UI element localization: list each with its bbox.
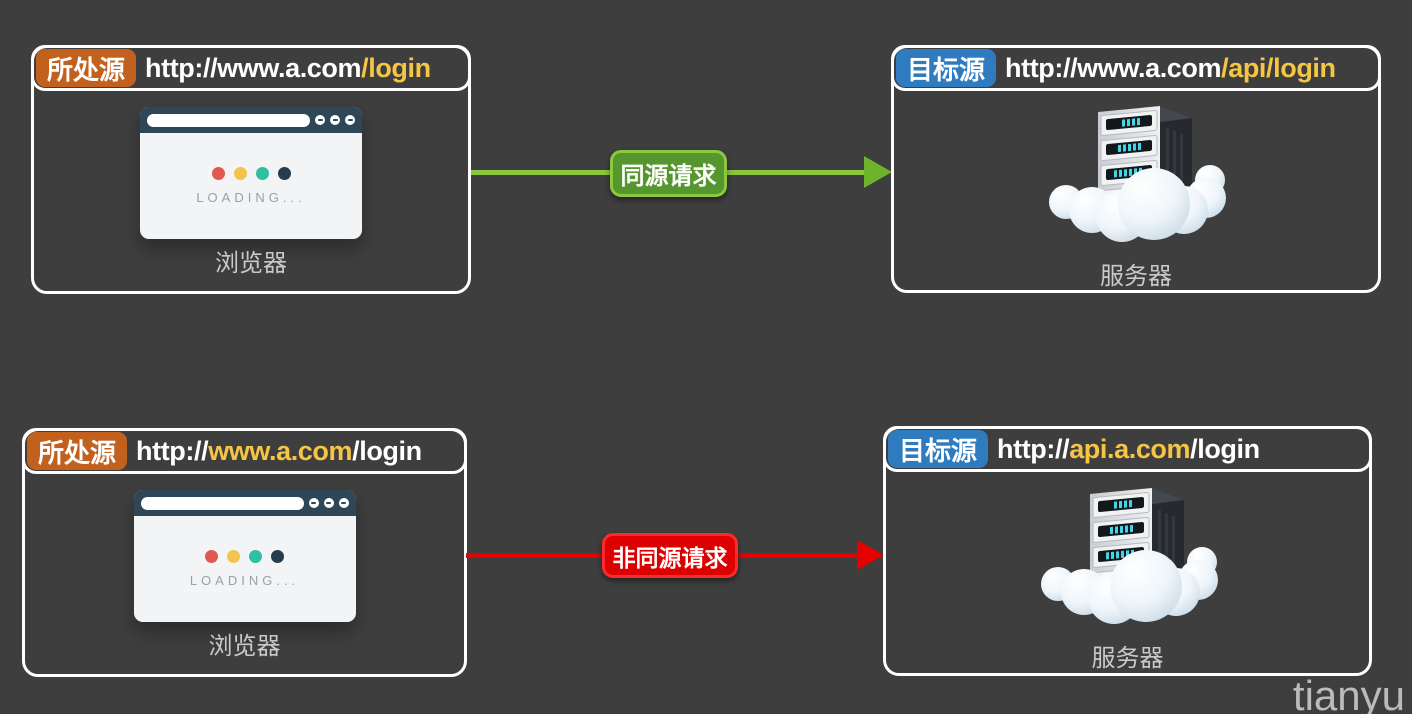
cross-origin-arrowhead-icon bbox=[857, 540, 884, 570]
url-segment: www.a.com bbox=[208, 435, 353, 466]
origin-url: http://www.a.com/login bbox=[145, 53, 431, 84]
origin-panel-bottom: 所处源 http://www.a.com/login LOADING... 浏览… bbox=[22, 428, 467, 677]
origin-badge: 所处源 bbox=[27, 432, 128, 470]
window-button-icon bbox=[345, 115, 355, 125]
server-icon bbox=[1049, 105, 1226, 242]
origin-url-bar: 所处源 http://www.a.com/login bbox=[31, 45, 471, 91]
browser-illustration: LOADING... bbox=[140, 107, 362, 239]
url-segment: /login bbox=[352, 435, 422, 466]
url-segment: api.a.com bbox=[1069, 433, 1191, 464]
device-label: 服务器 bbox=[1091, 644, 1164, 672]
target-panel-top: 目标源 http://www.a.com/api/login bbox=[891, 45, 1381, 293]
target-url: http://api.a.com/login bbox=[997, 434, 1260, 465]
target-url-bar: 目标源 http://api.a.com/login bbox=[883, 426, 1372, 472]
browser-titlebar bbox=[140, 107, 362, 133]
url-segment: http://www.a.com bbox=[1005, 52, 1222, 83]
target-url-bar: 目标源 http://www.a.com/api/login bbox=[891, 45, 1381, 91]
loading-dots bbox=[205, 550, 284, 563]
origin-url-bar: 所处源 http://www.a.com/login bbox=[22, 428, 467, 474]
window-button-icon bbox=[308, 498, 319, 508]
target-badge: 目标源 bbox=[896, 49, 997, 87]
loading-dot bbox=[271, 550, 284, 563]
browser-titlebar bbox=[133, 490, 356, 516]
address-bar bbox=[147, 113, 310, 127]
origin-panel-body: LOADING... 浏览器 bbox=[25, 477, 464, 674]
device-label: 服务器 bbox=[1100, 262, 1172, 290]
loading-dot bbox=[205, 550, 218, 563]
url-segment: http:// bbox=[136, 435, 209, 466]
url-segment: /login bbox=[1190, 433, 1260, 464]
loading-dot bbox=[233, 167, 247, 180]
loading-dot bbox=[255, 167, 269, 180]
device-label: 浏览器 bbox=[208, 633, 281, 660]
loading-text: LOADING... bbox=[189, 573, 300, 588]
url-segment: /login bbox=[361, 52, 431, 83]
browser-content: LOADING... bbox=[134, 516, 356, 622]
loading-dot bbox=[211, 167, 225, 180]
window-button-icon bbox=[330, 115, 340, 125]
origin-panel-body: LOADING... 浏览器 bbox=[34, 94, 468, 291]
url-segment: /api/login bbox=[1221, 52, 1336, 83]
loading-text: LOADING... bbox=[196, 190, 306, 205]
target-panel-bottom: 目标源 http://api.a.com/login bbox=[883, 426, 1372, 676]
browser-content: LOADING... bbox=[140, 133, 362, 239]
target-panel-body: 服务器 bbox=[894, 94, 1378, 290]
cross-origin-arrow-label: 非同源请求 bbox=[602, 533, 738, 578]
loading-dot bbox=[277, 167, 291, 180]
browser-illustration: LOADING... bbox=[133, 490, 356, 622]
origin-url: http://www.a.com/login bbox=[136, 436, 422, 467]
url-segment: http:// bbox=[997, 433, 1070, 464]
origin-badge: 所处源 bbox=[36, 49, 137, 87]
loading-dots bbox=[211, 167, 291, 180]
server-cloud-illustration: 服务器 bbox=[1036, 476, 1220, 673]
server-cloud-illustration: 服务器 bbox=[1044, 94, 1228, 291]
window-button-icon bbox=[323, 498, 334, 508]
same-origin-arrow-label: 同源请求 bbox=[610, 150, 727, 197]
target-panel-body: 服务器 bbox=[886, 475, 1369, 673]
loading-dot bbox=[227, 550, 240, 563]
target-badge: 目标源 bbox=[888, 430, 989, 468]
watermark: tianyu bbox=[1292, 672, 1405, 714]
target-url: http://www.a.com/api/login bbox=[1005, 53, 1336, 84]
address-bar bbox=[140, 496, 304, 510]
url-segment: http://www.a.com bbox=[145, 52, 362, 83]
server-icon bbox=[1040, 487, 1218, 624]
same-origin-arrowhead-icon bbox=[864, 156, 892, 188]
origin-panel-top: 所处源 http://www.a.com/login LOADING... 浏览… bbox=[31, 45, 471, 294]
loading-dot bbox=[249, 550, 262, 563]
window-button-icon bbox=[338, 498, 349, 508]
device-label: 浏览器 bbox=[215, 250, 287, 277]
window-button-icon bbox=[315, 115, 325, 125]
